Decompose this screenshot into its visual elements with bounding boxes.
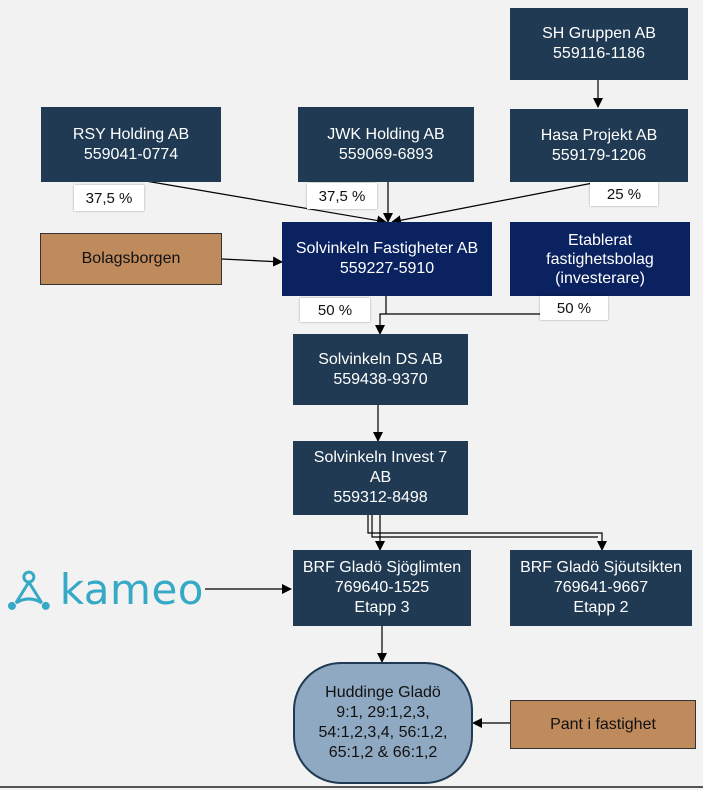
node-solvinkeln-invest-7: Solvinkeln Invest 7 AB 559312-8498 <box>293 441 468 515</box>
line-invest-to-brf2-b <box>371 515 598 538</box>
node-etablerat-fastighetsbolag: Etablerat fastighetsbolag (investerare) <box>510 222 690 296</box>
percent-label-solvinkeln: 50 % <box>300 298 370 322</box>
arrow-rsy-to-fastigheter <box>127 177 387 226</box>
percent-label-jwk: 37,5 % <box>307 183 377 209</box>
node-brf-sjoglimten: BRF Gladö Sjöglimten 769640-1525 Etapp 3 <box>293 550 471 626</box>
node-solvinkeln-fastigheter: Solvinkeln Fastigheter AB 559227-5910 <box>282 222 492 296</box>
kameo-logo: kameo <box>4 564 204 614</box>
percent-label-hasa: 25 % <box>590 182 658 206</box>
node-bolagsborgen: Bolagsborgen <box>40 233 222 285</box>
node-brf-sjoutsikten: BRF Gladö Sjöutsikten 769641-9667 Etapp … <box>510 550 692 626</box>
kameo-logo-icon <box>7 570 50 610</box>
bottom-divider <box>0 786 703 788</box>
line-invest-to-brf2-a <box>367 515 607 551</box>
node-solvinkeln-ds: Solvinkeln DS AB 559438-9370 <box>293 334 468 405</box>
percent-label-etablerat: 50 % <box>540 296 608 320</box>
arrow-bolagsborgen-to-fastigheter <box>221 256 283 267</box>
node-hasa-projekt: Hasa Projekt AB 559179-1206 <box>510 109 688 182</box>
node-rsy-holding: RSY Holding AB 559041-0774 <box>41 107 221 182</box>
arrow-hasa-to-fastigheter <box>391 181 599 226</box>
node-jwk-holding: JWK Holding AB 559069-6893 <box>298 107 474 182</box>
percent-label-rsy: 37,5 % <box>74 185 144 211</box>
node-pant-i-fastighet: Pant i fastighet <box>510 700 696 749</box>
node-sh-gruppen: SH Gruppen AB 559116-1186 <box>510 8 688 80</box>
kameo-logo-text: kameo <box>59 564 204 614</box>
node-huddinge-glado: Huddinge Gladö 9:1, 29:1,2,3, 54:1,2,3,4… <box>293 662 473 784</box>
